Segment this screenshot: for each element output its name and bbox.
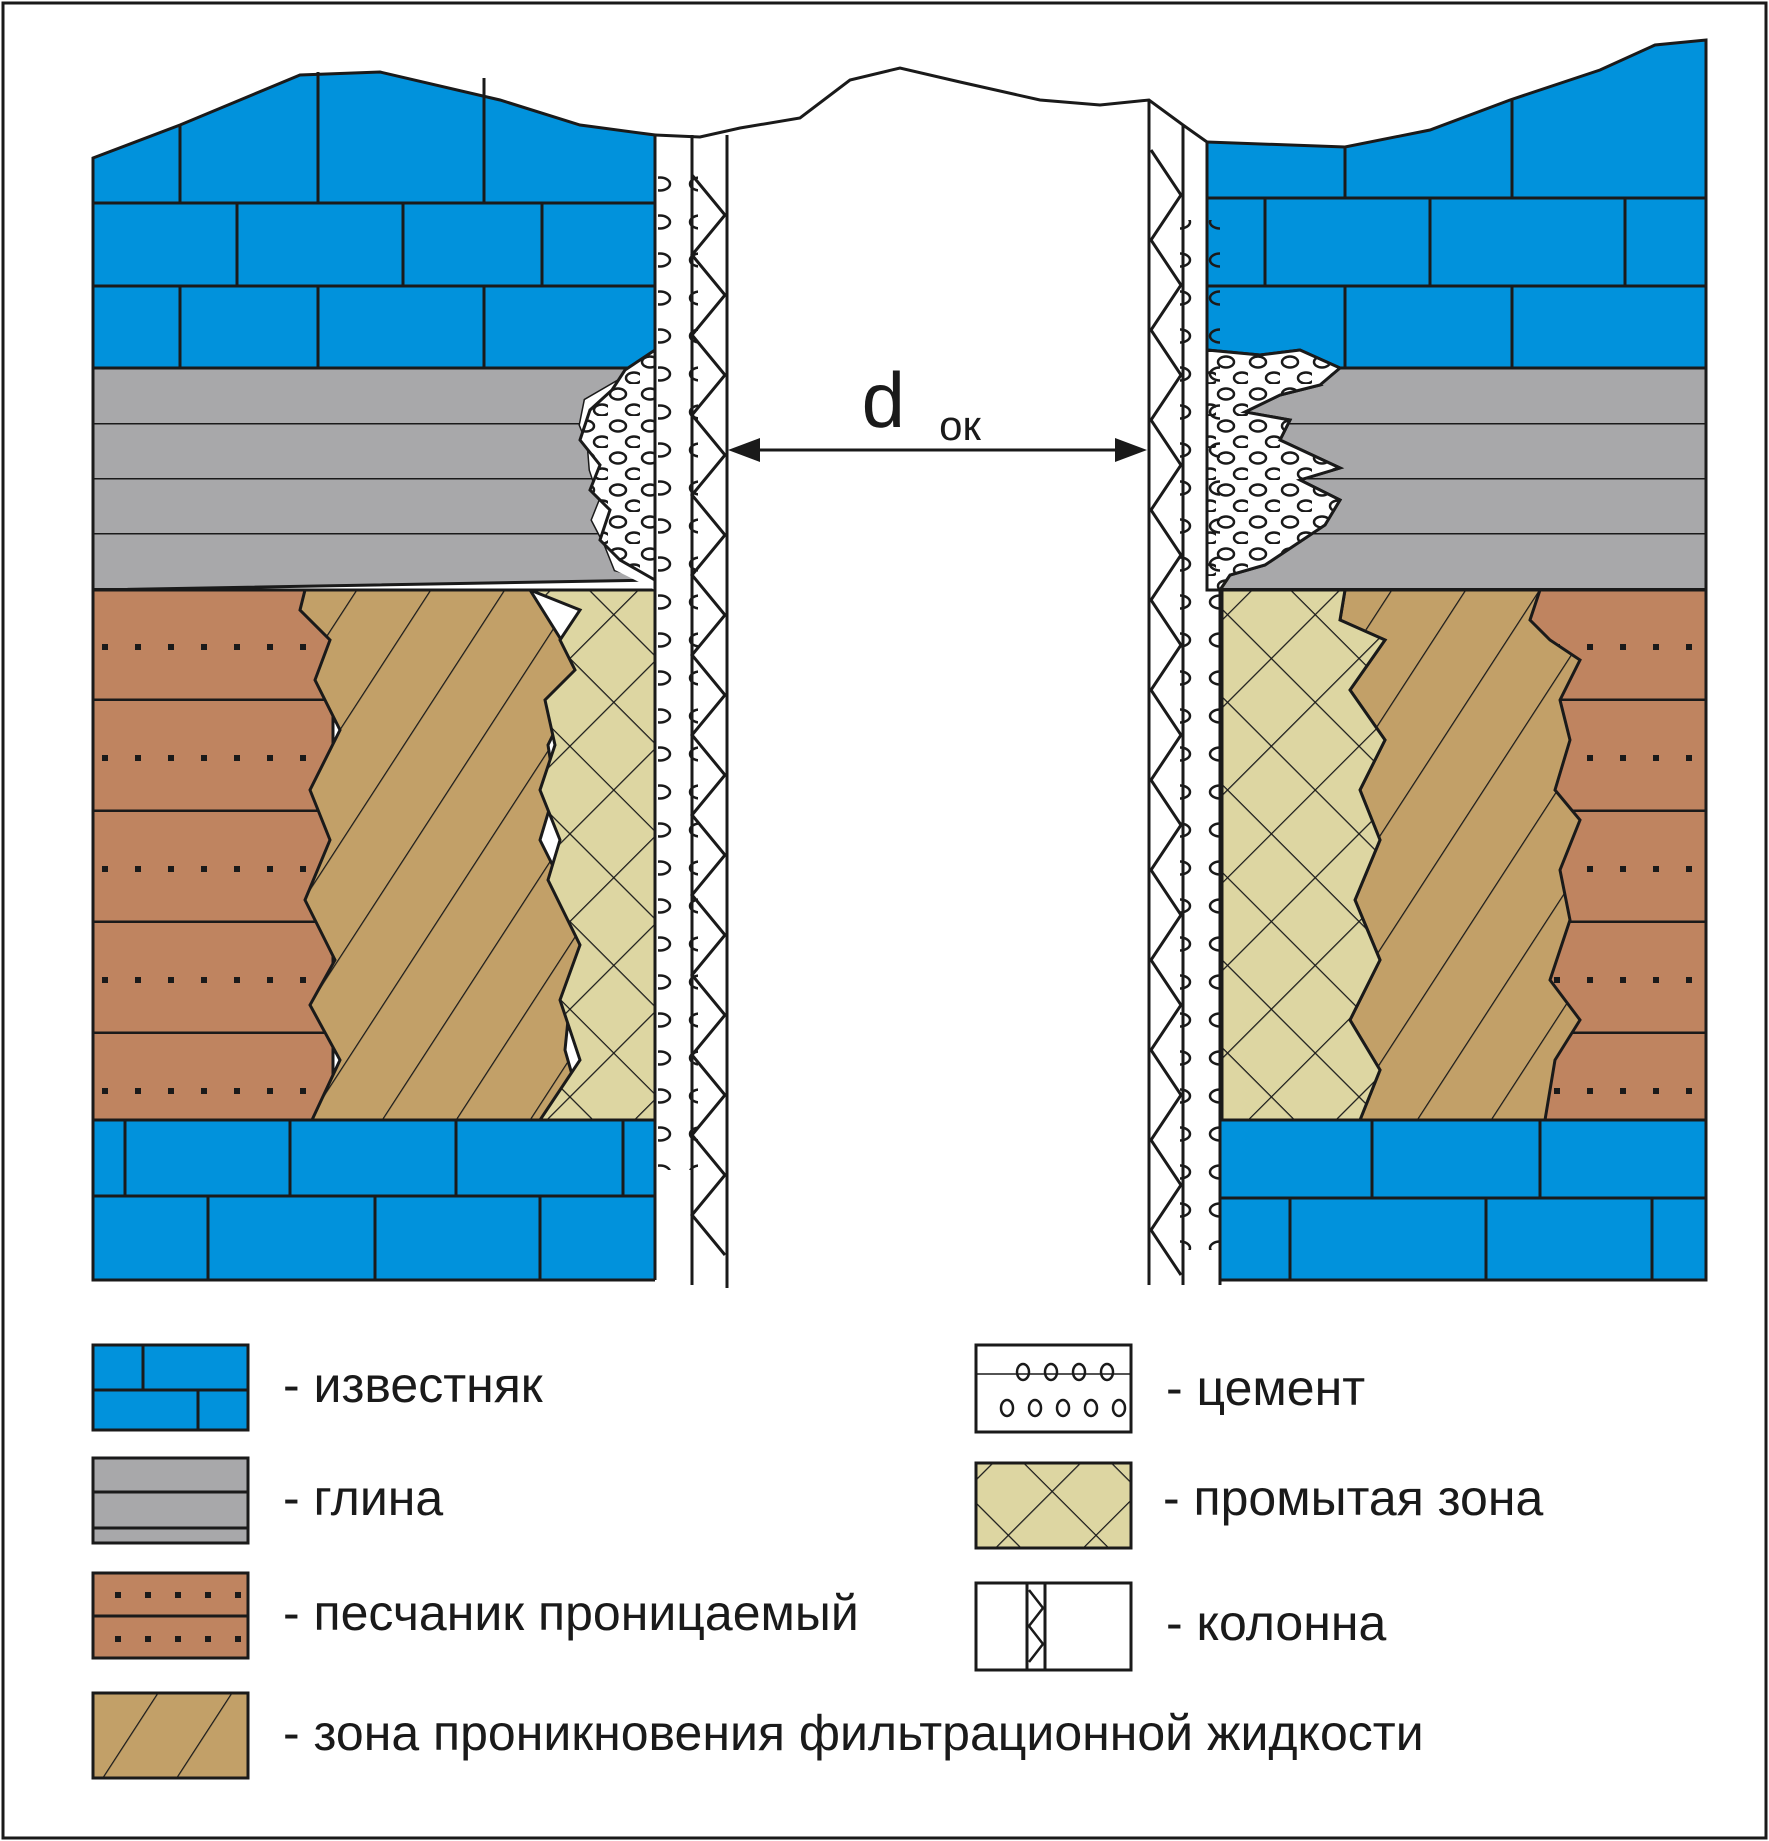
legend-label-clay: - глина [283, 1470, 443, 1526]
legend: - известняк - глина - песчаник проницаем… [91, 1343, 1543, 1780]
left-invasion-zone [298, 588, 587, 1122]
legend-label-sandstone: - песчаник проницаемый [283, 1585, 859, 1641]
right-limestone-top [1205, 38, 1708, 370]
right-limestone-bottom [1218, 1118, 1708, 1282]
legend-swatch-casing [974, 1581, 1133, 1672]
legend-swatch-sandstone [91, 1571, 250, 1660]
legend-label-invasion: - зона проникновения фильтрационной жидк… [283, 1705, 1424, 1761]
right-cement-blob [1205, 348, 1345, 592]
left-cement-blob [578, 347, 657, 583]
legend-swatch-flushed [974, 1461, 1133, 1550]
legend-swatch-limestone [91, 1343, 250, 1432]
legend-label-flushed: - промытая зона [1163, 1470, 1543, 1526]
left-casing-zigzag [690, 174, 727, 1256]
left-limestone-joints [93, 72, 655, 368]
right-invasion-zone [1338, 588, 1582, 1122]
right-formation [1147, 38, 1708, 1285]
right-flushed-zone [1220, 588, 1388, 1122]
legend-swatch-cement [974, 1343, 1133, 1434]
dimension-symbol: d [862, 356, 905, 444]
left-sandstone [91, 588, 335, 1122]
legend-swatch-clay [91, 1456, 250, 1545]
right-casing-zigzag [1149, 149, 1183, 1276]
diameter-dimension: d ок [728, 356, 1147, 462]
legend-swatch-invasion [91, 1691, 250, 1780]
dimension-subscript: ок [939, 402, 981, 449]
legend-label-limestone: - известняк [283, 1357, 544, 1413]
left-limestone-top [91, 70, 657, 370]
right-cement-rings [1180, 220, 1220, 1250]
legend-label-casing: - колонна [1166, 1595, 1386, 1651]
left-formation [91, 70, 729, 1288]
legend-label-cement: - цемент [1166, 1360, 1365, 1416]
surface-line [654, 66, 1208, 144]
left-clay [91, 366, 656, 592]
